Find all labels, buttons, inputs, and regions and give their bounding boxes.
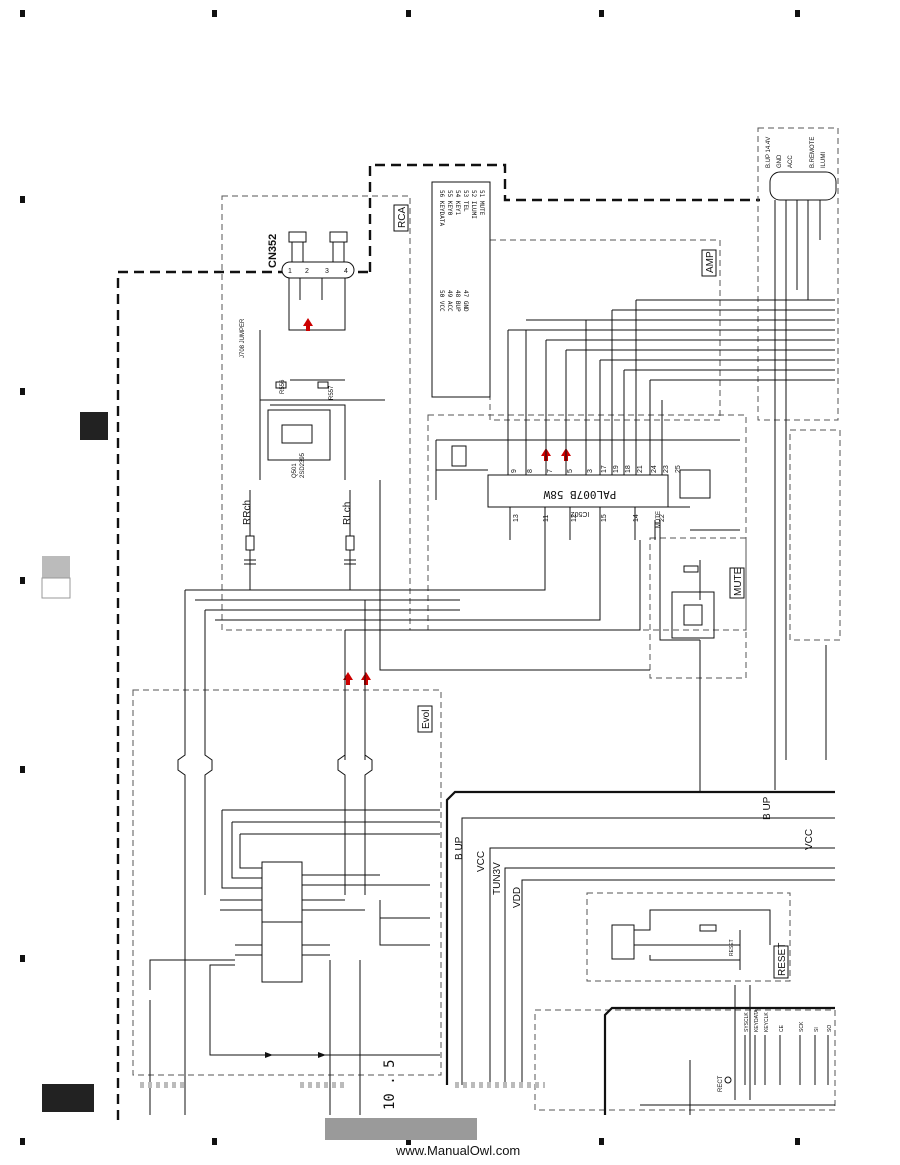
svg-text:R556: R556 [280, 379, 286, 394]
reset-internals [611, 909, 771, 1100]
rca-label: RCA [397, 207, 408, 228]
rail-bup-right: B UP [762, 796, 773, 820]
page-number: 10 . 5 [382, 1059, 398, 1110]
evol-label: Evol [421, 710, 432, 729]
svg-text:50 VCC: 50 VCC [438, 290, 445, 312]
rca-block [221, 195, 411, 631]
bus-label-column: 56 KEYDATA 55 KEY0 54 KEY1 53 TEL 52 ILU… [431, 181, 491, 398]
svg-text:KEYCLK: KEYCLK [764, 1012, 770, 1032]
section-tab-white [41, 577, 71, 599]
svg-text:2SD2395: 2SD2395 [300, 452, 306, 478]
svg-text:R557: R557 [329, 385, 335, 400]
rail-vdd: VDD [512, 887, 523, 908]
svg-text:1: 1 [288, 268, 292, 275]
svg-text:3: 3 [587, 469, 594, 473]
svg-text:B.UP 14.4V: B.UP 14.4V [766, 137, 772, 168]
right-mid-block [789, 429, 841, 641]
svg-text:49 ACC: 49 ACC [446, 290, 453, 312]
svg-text:7: 7 [547, 469, 554, 473]
reset-block [586, 892, 791, 982]
rl-channel-label: RLch [342, 502, 353, 525]
svg-text:54 KEY1: 54 KEY1 [454, 190, 461, 216]
svg-text:ACC: ACC [788, 155, 794, 168]
rail-vcc: VCC [476, 851, 487, 872]
svg-text:KEYDATA: KEYDATA [754, 1009, 760, 1032]
svg-text:J708 JUMPER: J708 JUMPER [240, 318, 246, 358]
svg-text:SI: SI [814, 1027, 820, 1032]
svg-text:B.REMOTE: B.REMOTE [810, 137, 816, 168]
svg-text:12: 12 [571, 514, 578, 522]
svg-text:48 BUP: 48 BUP [454, 290, 461, 312]
mute-node-label: MUTE [656, 511, 662, 528]
right-connector-block [757, 127, 839, 421]
amp-ic-ref: IC502 [571, 510, 590, 517]
svg-text:25: 25 [675, 465, 682, 473]
cn352-connector: CN352 1 2 3 4 [267, 231, 355, 331]
svg-text:SO: SO [827, 1025, 833, 1032]
svg-text:15: 15 [601, 514, 608, 522]
block-labels: RCA AMP MUTE Evol RESET [393, 204, 789, 979]
evol-internals [149, 720, 440, 1115]
svg-text:22: 22 [659, 514, 666, 522]
mute-label: MUTE [733, 567, 744, 596]
svg-text:2: 2 [305, 268, 309, 275]
svg-text:SCK: SCK [799, 1021, 805, 1032]
rca-internals: J708 JUMPER R556 R557 Q501 2SD2395 RRch … [240, 318, 385, 590]
svg-text:4: 4 [344, 268, 348, 275]
section-tab-gray [42, 556, 70, 578]
svg-text:3: 3 [325, 268, 329, 275]
svg-text:13: 13 [513, 514, 520, 522]
svg-text:5: 5 [567, 469, 574, 473]
svg-text:Q501: Q501 [292, 463, 298, 478]
reset-text: RESET [729, 939, 735, 956]
svg-text:19: 19 [613, 465, 620, 473]
svg-text:CE: CE [779, 1024, 785, 1032]
bottom-block [534, 1009, 836, 1111]
svg-text:GND: GND [777, 154, 783, 168]
svg-text:51 MUTE: 51 MUTE [478, 190, 485, 216]
svg-text:11: 11 [543, 515, 550, 522]
right-connector-labels: B.UP 14.4V GND ACC B.REMOTE ILUMI [766, 137, 837, 790]
rr-channel-label: RRch [242, 500, 253, 525]
svg-text:24: 24 [651, 465, 658, 473]
svg-text:53 TEL: 53 TEL [462, 190, 469, 212]
svg-text:56 KEYDATA: 56 KEYDATA [438, 190, 445, 227]
rail-vcc-right: VCC [804, 829, 815, 850]
svg-text:23: 23 [663, 465, 670, 473]
amp-ic-part: PAL007B 58W [543, 488, 616, 501]
registration-marks [20, 10, 800, 1145]
reset-label: RESET [777, 943, 788, 976]
svg-text:47 GND: 47 GND [462, 290, 469, 312]
svg-text:21: 21 [637, 465, 644, 473]
svg-text:8: 8 [527, 469, 534, 473]
mute-internals: MUTE [654, 511, 715, 641]
svg-text:52 ILUMI: 52 ILUMI [470, 190, 477, 219]
svg-text:9: 9 [511, 469, 518, 473]
rail-tun3v: TUN3V [492, 862, 503, 895]
watermark: www.ManualOwl.com [395, 1143, 520, 1158]
svg-text:SYSCLK: SYSCLK [744, 1012, 750, 1032]
svg-text:ILUMI: ILUMI [821, 152, 827, 168]
page-tab [42, 1084, 94, 1112]
svg-text:55 KEY0: 55 KEY0 [446, 190, 453, 216]
rail-bup: B UP [454, 836, 465, 860]
evol-block [132, 689, 442, 1076]
amp-label: AMP [705, 251, 716, 273]
power-rails: B UP VCC TUN3V VDD B UP VCC [445, 640, 835, 1085]
amp-block [427, 414, 747, 631]
svg-text:18: 18 [625, 465, 632, 473]
signal-lines [177, 480, 650, 1115]
section-tab-black [80, 412, 108, 440]
svg-text:17: 17 [601, 465, 608, 473]
mute-block [649, 537, 747, 679]
amp-ic-ic502: PAL007B 58W IC502 9 8 7 5 3 17 19 18 21 … [435, 299, 835, 560]
svg-text:14: 14 [633, 514, 640, 522]
page-footer: 10 . 5 www.ManualOwl.com [140, 1059, 545, 1158]
bottom-block: SYSCLK KEYDATA KEYCLK CE SCK SI SO RECT … [603, 939, 835, 1115]
cn352-ref: CN352 [267, 234, 279, 268]
rect-label: RECT [718, 1075, 724, 1092]
